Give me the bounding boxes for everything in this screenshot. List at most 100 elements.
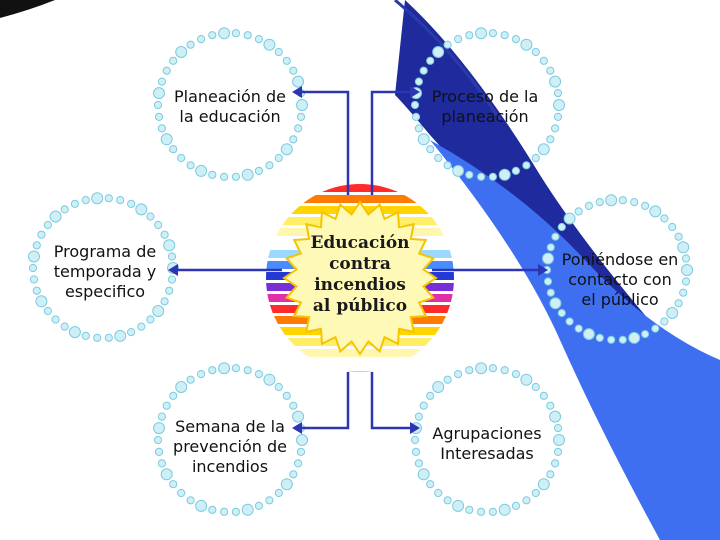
bead [169,56,178,65]
node-contacto-publico: Poniéndose en contacto con el público [552,250,688,310]
bead [60,322,69,331]
bead [426,391,435,400]
arrowhead-bottom-left [292,422,302,434]
bead [500,31,509,40]
bead-rings [28,27,693,516]
node-line: Poniéndose en [561,250,679,269]
node-line: incendios [191,457,269,476]
bead [175,46,188,58]
bead [511,35,521,44]
bead [81,196,90,205]
bead [160,297,169,306]
rainbow-stripe [266,184,454,192]
bead [153,422,165,435]
bead [218,27,231,40]
node-line: Proceso de la [431,87,539,106]
bead [520,38,533,51]
bead [51,315,60,324]
bead [488,172,497,181]
bead [254,501,263,510]
bead [243,366,252,375]
bead [465,170,474,179]
bead [641,201,650,210]
bead [553,99,565,111]
bead [522,496,531,505]
bead [549,75,562,88]
bead [411,447,421,456]
bead [551,124,560,133]
arrowhead-top-left [292,86,302,98]
bead [167,275,177,284]
node-line: especifico [64,282,146,301]
bead [414,459,423,468]
bead [432,381,445,393]
bead [539,56,548,65]
bead [443,375,452,384]
bead [454,370,463,379]
bead [628,331,641,344]
bead [37,230,46,239]
bead [475,362,488,375]
ring-bottom-right [410,362,565,516]
bead [104,194,113,203]
bead [582,328,595,341]
bead [231,507,240,516]
bead [477,507,486,516]
bead [231,172,240,181]
center-line-3: incendios [314,275,406,295]
bead [651,324,660,333]
bead [465,366,474,375]
ring-top-left [153,27,308,181]
bead [157,412,166,421]
bead [543,277,553,286]
bead [220,172,229,181]
bead [127,199,136,208]
bead [410,435,420,445]
node-line: Planeación de [174,87,286,106]
bead [546,243,555,252]
bead [630,198,639,207]
bead [511,166,521,175]
bead [263,38,276,51]
bead [157,459,166,468]
bead [411,112,421,122]
connector-arrows [176,90,540,430]
center-line-4: al público [312,296,408,316]
arrowhead-mid-left [168,264,178,276]
bead [114,329,127,342]
bead [475,27,488,40]
bead [135,203,148,216]
bead [137,322,146,331]
bead [674,299,683,308]
center-line-2: contra [329,254,391,274]
bead [296,434,308,446]
bead [127,328,136,337]
node-line: Programa de [53,242,157,261]
ring-top-right [410,27,565,181]
bead [169,145,178,154]
corner-decoration [0,0,55,18]
bead [208,31,217,40]
bead [175,381,188,393]
bead [243,31,252,40]
bead [32,286,41,295]
node-line: contacto con [568,270,672,289]
bead [274,47,283,57]
bead [546,66,555,75]
bead [414,412,423,421]
bead [419,66,428,75]
bead [162,66,171,75]
bead [574,207,583,216]
node-line: prevención de [173,437,287,456]
bead [498,503,511,516]
bead [565,317,574,326]
arrowhead-top-right [410,86,420,98]
node-semana-prevencion: Semana de la prevención de incendios [163,417,297,477]
bead [231,29,240,38]
bead [681,264,693,276]
node-planeacion-educacion: Planeación de la educación [165,87,295,127]
bead [169,391,178,400]
bead [104,333,113,342]
bead [28,250,40,263]
bead [93,333,102,342]
